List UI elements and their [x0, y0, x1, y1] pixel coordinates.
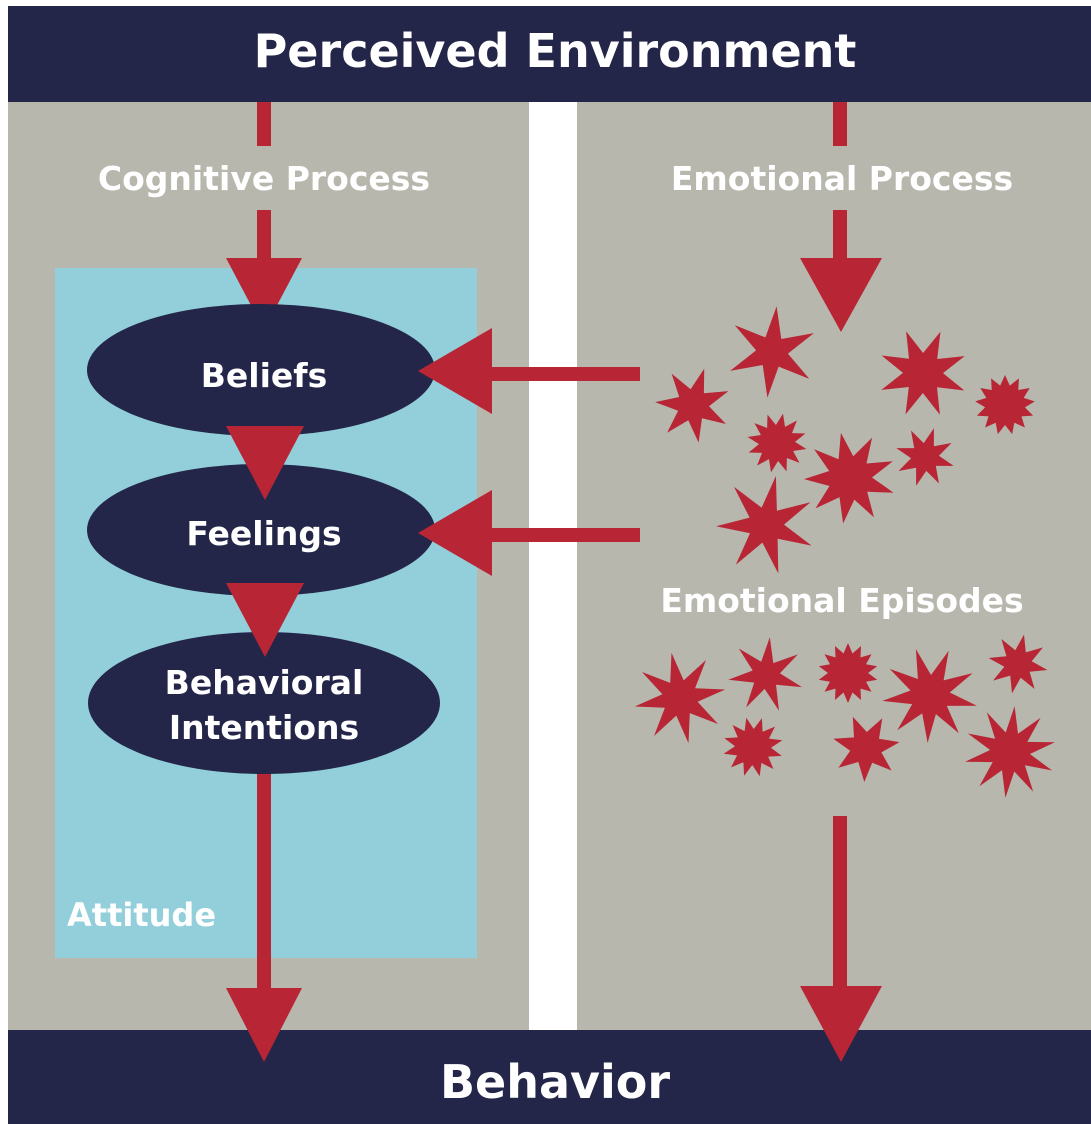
emotional-to-episodes-arrowhead	[800, 258, 882, 332]
beliefs-label: Beliefs	[201, 356, 328, 395]
behavioral-label: Behavioral	[165, 663, 364, 702]
emotional-episode-star-15	[833, 716, 900, 782]
attitude-label: Attitude	[67, 896, 216, 934]
beliefs-node	[87, 304, 435, 436]
emotional-episode-star-12	[882, 649, 977, 743]
header-bar	[8, 6, 1091, 102]
feelings-to-intentions-arrowhead	[226, 583, 304, 657]
emotional-episode-star-7	[896, 428, 954, 486]
intentions-label: Intentions	[169, 708, 359, 747]
emotional-episode-star-10	[728, 637, 802, 711]
intentions-to-behavior-arrowhead	[226, 988, 302, 1062]
emotional-episode-star-16	[965, 706, 1055, 798]
feelings-label: Feelings	[186, 514, 341, 553]
emotional-episode-star-14	[723, 717, 783, 777]
episodes-to-behavior-shaft	[833, 816, 847, 992]
emotional-episode-star-8	[716, 476, 812, 574]
emotional-process-title: Emotional Process	[671, 159, 1013, 198]
episodes-to-beliefs-arrowhead	[418, 328, 492, 414]
beliefs-to-feelings-arrowhead	[226, 426, 304, 500]
behavioral-intentions-node	[88, 632, 440, 774]
emotional-episode-star-4	[975, 375, 1035, 435]
env-to-emotional-line	[833, 102, 847, 146]
emotional-episode-star-3	[881, 331, 965, 415]
emotional-episode-star-6	[804, 432, 894, 524]
emotional-episode-star-11	[818, 643, 878, 703]
panel-divider	[529, 102, 577, 1030]
emotional-episode-star-13	[988, 634, 1048, 694]
emotional-episode-star-2	[730, 306, 814, 398]
behavior-title: Behavior	[440, 1055, 670, 1109]
perceived-environment-title: Perceived Environment	[254, 24, 857, 78]
episodes-to-feelings-shaft	[490, 528, 640, 542]
emotional-episode-star-1	[655, 368, 729, 443]
footer-bar	[8, 1030, 1091, 1124]
env-to-cognitive-line	[257, 102, 271, 146]
emotional-episodes-label: Emotional Episodes	[660, 581, 1023, 620]
emotional-episode-star-5	[747, 413, 807, 473]
episodes-to-feelings-arrowhead	[418, 490, 492, 576]
intentions-to-behavior-shaft	[257, 770, 271, 992]
cognitive-arrow-shaft	[257, 210, 271, 260]
cognitive-process-title: Cognitive Process	[98, 159, 430, 198]
emotional-episode-star-9	[634, 652, 726, 744]
emotional-arrow-shaft	[833, 210, 847, 260]
feelings-node	[87, 464, 435, 596]
episodes-to-behavior-arrowhead	[800, 986, 882, 1062]
episodes-to-beliefs-shaft	[490, 367, 640, 381]
cognitive-to-beliefs-arrowhead	[226, 258, 302, 330]
